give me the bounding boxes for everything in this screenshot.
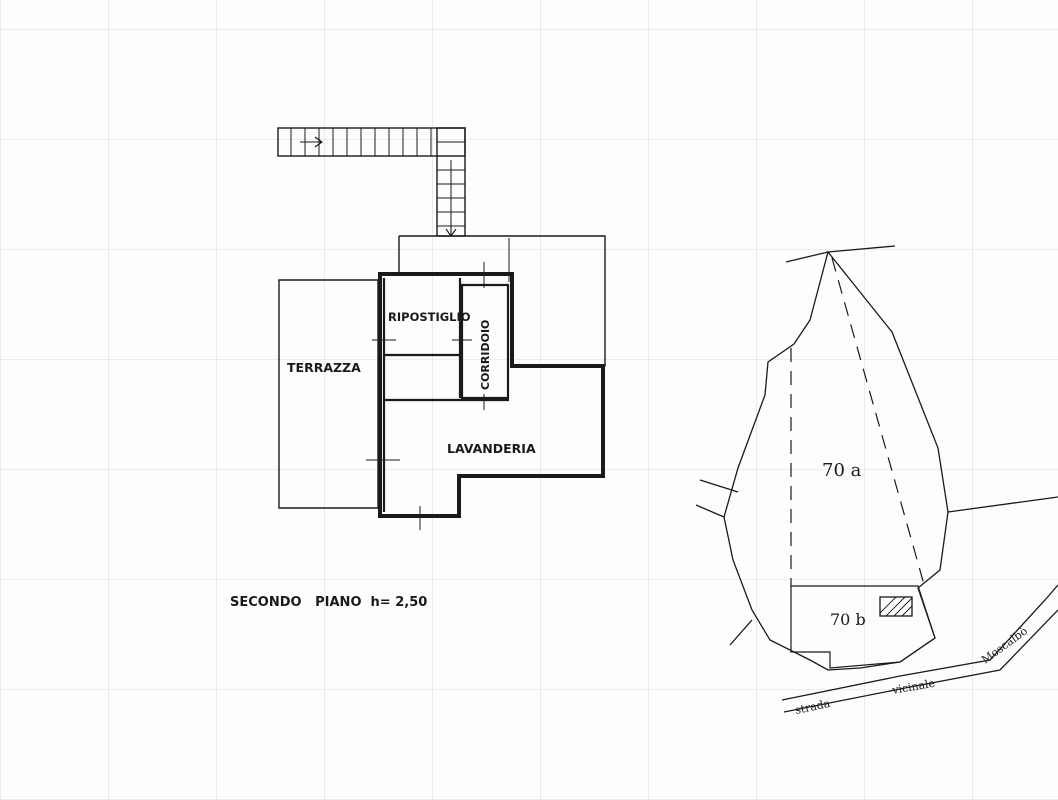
corridor-label: CORRIDOIO [479, 320, 492, 390]
laundry-label: LAVANDERIA [447, 441, 536, 456]
storage-label: RIPOSTIGLIO [388, 310, 471, 324]
stair-arrow-down-icon [445, 222, 457, 237]
floor-plan [277, 127, 606, 530]
stair-arrow-right-icon [300, 136, 323, 148]
staircase [277, 127, 466, 237]
terrace-outline [278, 279, 379, 509]
parcel-70b-label: 70 b [830, 610, 866, 629]
parcel-70a-label: 70 a [822, 460, 862, 481]
road-label-vicinale: vicinale [890, 677, 936, 697]
parcel-70b-outline [790, 585, 936, 669]
road-label-moscalbo: Moscalbò [979, 624, 1030, 666]
road-line-lower [783, 609, 1058, 713]
parcel-boundary [723, 250, 949, 671]
upper-block-outline [398, 235, 606, 367]
road-line-upper [781, 584, 1058, 701]
building-symbol [879, 596, 913, 617]
main-walls [378, 272, 605, 518]
road-label-strada: strada [794, 697, 832, 717]
terrace-label: TERRAZZA [287, 360, 361, 375]
site-plan [695, 245, 1058, 713]
floor-caption: SECONDO PIANO h= 2,50 [230, 595, 427, 610]
